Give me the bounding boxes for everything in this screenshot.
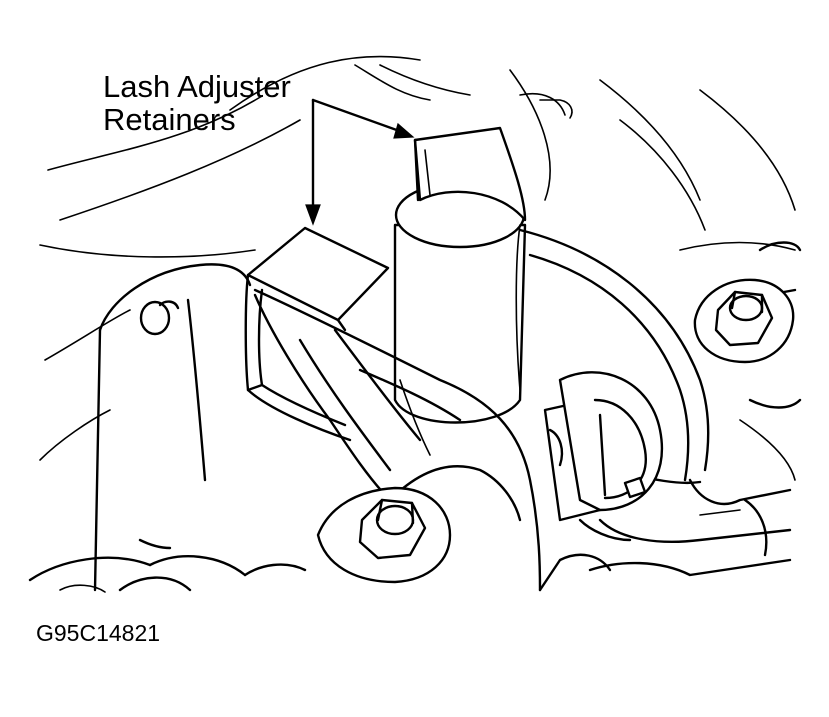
hex-bolt-left (316, 486, 452, 584)
arrowhead-rear (393, 122, 415, 139)
lower-right-structure (538, 498, 792, 592)
retainer-clip-rear (413, 126, 527, 222)
callout-line-1: Lash Adjuster (103, 69, 291, 104)
hex-bolt-right (693, 278, 795, 364)
figure-id: G95C14821 (36, 620, 161, 646)
arrowhead-front (305, 204, 321, 226)
lower-casting-lobes (28, 555, 307, 593)
head-casting-flange (93, 263, 252, 592)
retainer-clip-front (244, 226, 390, 442)
callout-leaders (305, 98, 415, 226)
lash-adjuster-cylinder (393, 181, 527, 424)
background-contours (39, 55, 796, 481)
callout-line-2: Retainers (103, 102, 236, 137)
callout-label: Lash Adjuster Retainers (103, 70, 291, 136)
rocker-roller (543, 371, 664, 542)
